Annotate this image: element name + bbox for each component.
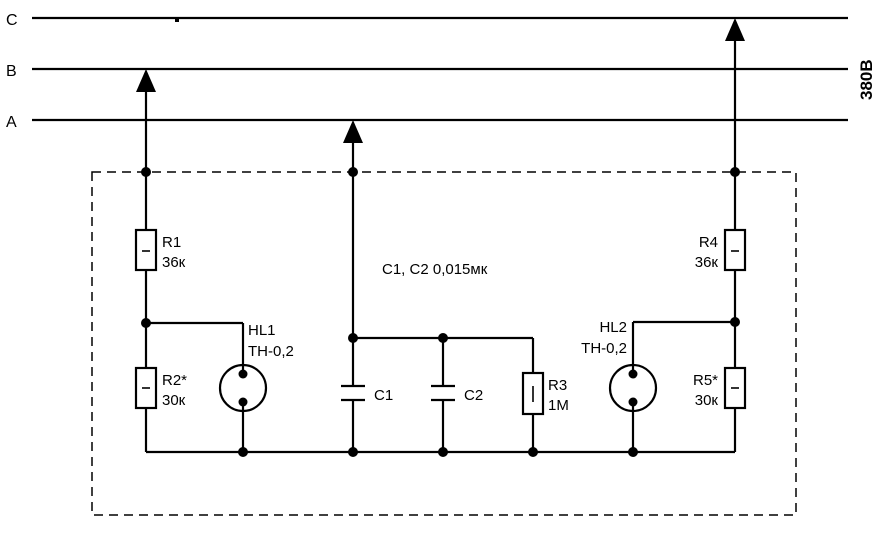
- arrow-to-bus-a: [343, 120, 363, 143]
- r5-value-label: 30к: [695, 392, 719, 409]
- hl2-name-label: HL2: [599, 319, 627, 336]
- device-enclosure: [91, 171, 797, 516]
- bus-label-c: C: [6, 12, 18, 29]
- c1-name-label: C1: [374, 387, 393, 404]
- neon-lamp-hl2: [608, 359, 658, 417]
- bus-mark: [175, 17, 179, 22]
- r1-value-label: 36к: [162, 254, 186, 271]
- arrow-to-bus-c: [725, 18, 745, 41]
- arrow-to-bus-b: [136, 69, 156, 92]
- bus-lines: [32, 16, 848, 122]
- bus-label-b: B: [6, 63, 17, 80]
- hl2-type-label: ТН-0,2: [581, 340, 627, 357]
- r1-name-label: R1: [162, 234, 181, 251]
- r4-name-label: R4: [699, 234, 718, 251]
- bus-connections: [136, 18, 745, 172]
- resistor-r2: [134, 366, 158, 410]
- c2-name-label: C2: [464, 387, 483, 404]
- neon-lamp-hl1: [218, 359, 268, 417]
- capacitor-c1: [341, 384, 365, 402]
- r4-value-label: 36к: [695, 254, 719, 271]
- hl1-type-label: ТН-0,2: [248, 343, 294, 360]
- resistor-r5: [723, 366, 747, 410]
- resistor-r3: [521, 371, 545, 416]
- bus-label-a: A: [6, 114, 17, 131]
- r3-value-label: 1М: [548, 397, 569, 414]
- voltage-label: 380В: [857, 59, 876, 100]
- capacitor-c2: [431, 384, 455, 402]
- r2-value-label: 30к: [162, 392, 186, 409]
- hl1-name-label: HL1: [248, 322, 276, 339]
- resistor-r4: [723, 228, 747, 272]
- resistor-r1: [134, 228, 158, 272]
- r3-name-label: R3: [548, 377, 567, 394]
- r2-name-label: R2*: [162, 372, 187, 389]
- capacitor-note-label: C1, C2 0,015мк: [382, 261, 488, 278]
- r5-name-label: R5*: [693, 372, 718, 389]
- junction-dots: [141, 167, 740, 457]
